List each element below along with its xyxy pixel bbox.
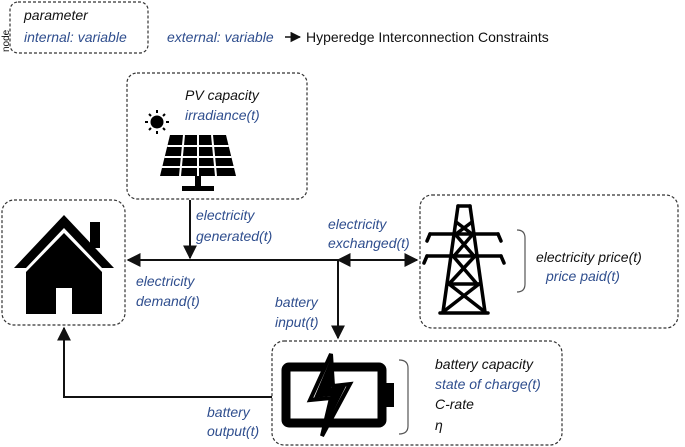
power-pylon-icon [422, 204, 506, 315]
input-label-line2: input(t) [275, 314, 319, 330]
house-icon [14, 215, 114, 314]
demand-label-line1: electricity [136, 273, 195, 289]
legend-box [9, 1, 149, 54]
battery-to-house-arrow [57, 326, 272, 398]
pv-node: PV capacity irradiance(t) [126, 72, 308, 200]
generated-label-line1: electricity [196, 207, 255, 223]
hyperedge-lines [57, 200, 419, 398]
generated-label-line2: generated(t) [196, 228, 272, 244]
output-label-line1: battery [207, 404, 251, 420]
exchanged-label-line2: exchanged(t) [328, 235, 410, 251]
house-node-box [1, 199, 126, 326]
grid-params-bracket [516, 229, 526, 293]
grid-var: price paid(t) [545, 268, 620, 284]
legend-internal-variable: internal: variable [24, 29, 127, 45]
legend: node parameter internal: variable extern… [1, 1, 549, 54]
output-label-line2: output(t) [207, 423, 259, 439]
battery-param-crate: C-rate [435, 396, 474, 412]
legend-parameter: parameter [23, 7, 89, 23]
input-label-line1: battery [275, 294, 319, 310]
battery-node-box [271, 340, 563, 446]
legend-external-variable: external: variable [167, 29, 274, 45]
battery-params-bracket [398, 359, 409, 435]
solar-panel-icon [160, 134, 236, 191]
exchanged-label-line1: electricity [328, 216, 387, 232]
pv-param: PV capacity [185, 87, 260, 103]
pv-var: irradiance(t) [185, 107, 260, 123]
legend-node-tag: node [1, 29, 12, 52]
grid-node: electricity price(t) price paid(t) [419, 194, 679, 329]
grid-param: electricity price(t) [536, 249, 642, 265]
pv-node-box [126, 72, 308, 200]
house-node [1, 199, 126, 326]
battery-node: battery capacity state of charge(t) C-ra… [271, 340, 563, 446]
battery-param-capacity: battery capacity [435, 356, 534, 372]
grid-node-box [419, 194, 679, 329]
legend-hyperedge-label: Hyperedge Interconnection Constraints [306, 29, 549, 45]
battery-icon [281, 353, 394, 437]
battery-var: state of charge(t) [435, 376, 541, 392]
sun-icon [145, 110, 169, 134]
edge-labels: electricity generated(t) electricity exc… [136, 207, 410, 439]
battery-param-eta: η [435, 417, 443, 433]
demand-label-line2: demand(t) [136, 293, 200, 309]
